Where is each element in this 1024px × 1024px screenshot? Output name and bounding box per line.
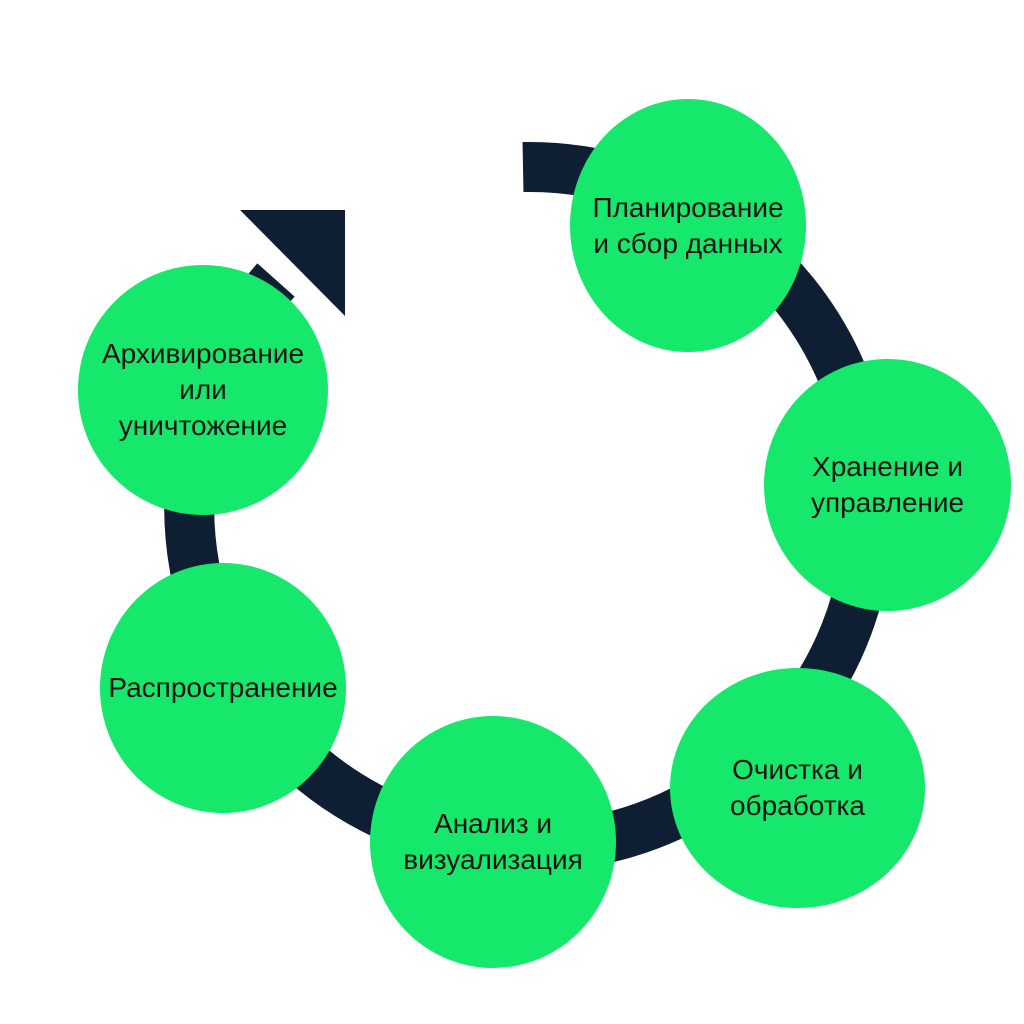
stage-label: Архивирование или уничтожение	[101, 338, 305, 441]
stage-analysis-circle: Анализ и визуализация	[370, 716, 616, 968]
stage-label: Очистка и обработка	[729, 754, 865, 821]
stage-planning-circle: Планирование и сбор данных	[570, 99, 806, 352]
arrowhead-icon	[240, 210, 345, 316]
stage-storage-circle: Хранение и управление	[764, 359, 1011, 611]
stage-sharing-circle: Распространение	[100, 563, 346, 813]
stage-label: Распространение	[108, 672, 338, 703]
stage-label: Анализ и визуализация	[403, 808, 583, 875]
stage-label: Хранение и управление	[810, 451, 965, 518]
stage-cleaning-circle: Очистка и обработка	[670, 668, 925, 908]
stage-label: Планирование и сбор данных	[592, 191, 784, 259]
stage-archiving-circle: Архивирование или уничтожение	[78, 265, 328, 515]
